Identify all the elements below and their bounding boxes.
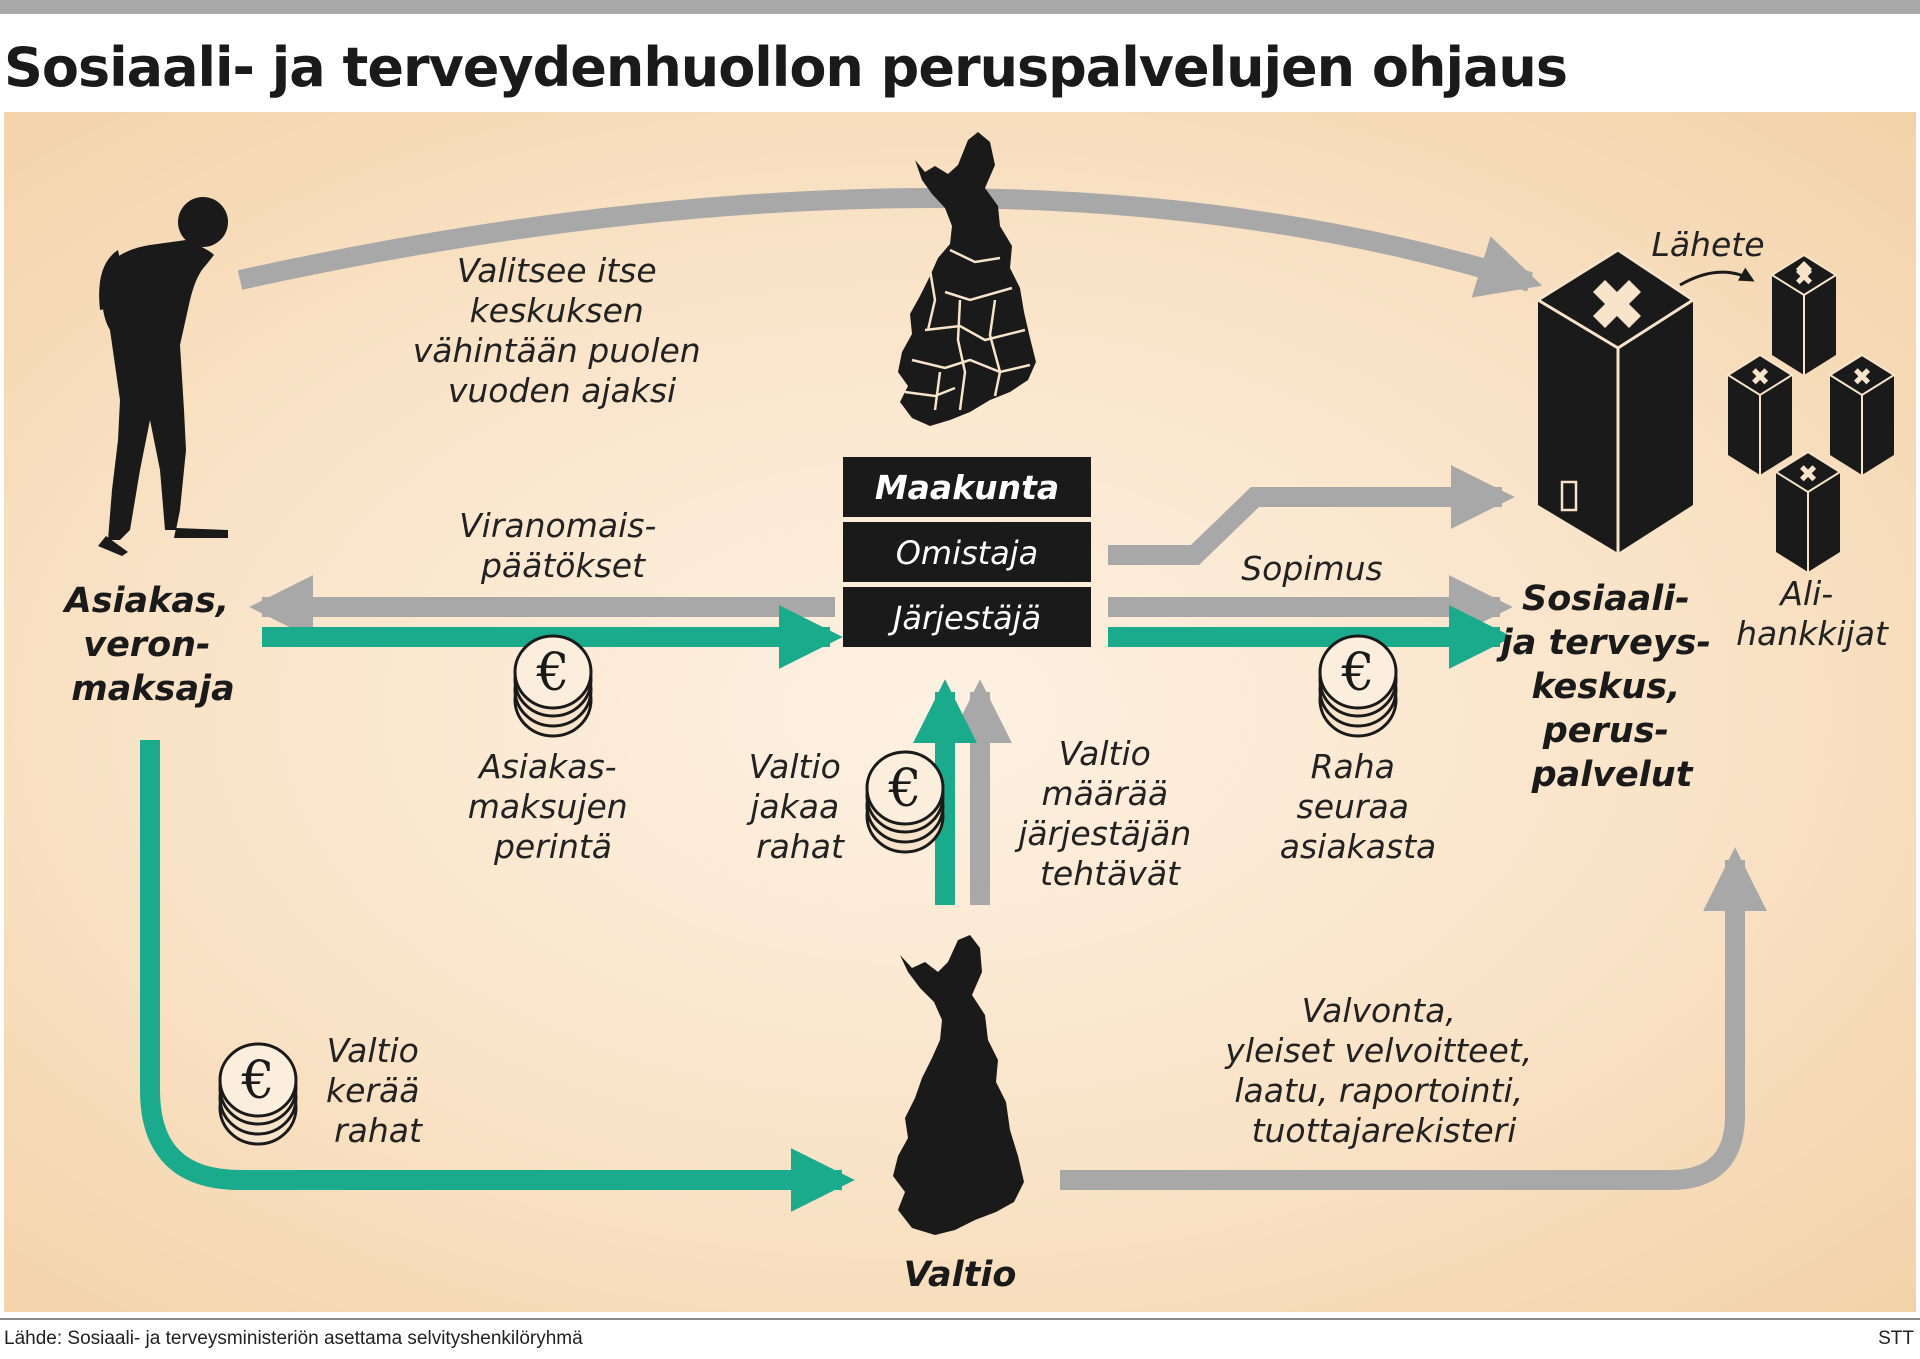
person-silhouette-icon — [98, 197, 228, 556]
arrow-omistaja — [1108, 464, 1515, 565]
maakunta-box: Maakunta Omistaja Järjestäjä — [843, 457, 1091, 647]
maakunta-title: Maakunta — [875, 468, 1059, 507]
page-title: Sosiaali- ja terveydenhuollon peruspalve… — [4, 36, 1568, 99]
health-center-building-icon — [1535, 248, 1696, 553]
arrow-valvonta — [1060, 847, 1768, 1190]
finland-regions-map-icon — [898, 132, 1036, 426]
arrow-lahete — [1679, 267, 1755, 287]
arrow-asiakas-to-keskus — [237, 188, 1543, 298]
label-raha: Raha seuraa asiakasta — [1280, 747, 1437, 866]
top-rule — [0, 0, 1920, 14]
svg-text:✖: ✖ — [1798, 460, 1818, 488]
label-keraa: Valtio kerää rahat — [326, 1031, 430, 1150]
footer-rule — [0, 1318, 1920, 1320]
source-note: Lähde: Sosiaali- ja terveysministeriön a… — [4, 1328, 583, 1349]
svg-text:✖: ✖ — [1794, 263, 1814, 291]
label-asiakasmaksut: Asiakas- maksujen perintä — [468, 747, 638, 866]
control-arrows — [237, 188, 1768, 1190]
label-maaraa: Valtio määrää järjestäjän tehtävät — [1014, 734, 1202, 893]
label-valvonta: Valvonta, yleiset velvoitteet, laatu, ra… — [1224, 991, 1542, 1150]
label-jakaa: Valtio jakaa rahat — [746, 747, 851, 866]
node-alihankkijat: Ali- hankkijat — [1736, 574, 1889, 653]
maakunta-role-jarjestaja: Järjestäjä — [887, 599, 1041, 637]
credit: STT — [1878, 1328, 1914, 1349]
arrow-valtio-keraa — [140, 740, 855, 1213]
node-keskus: Sosiaali- ja terveys- keskus, perus- pal… — [1496, 579, 1723, 795]
label-sopimus: Sopimus — [1241, 549, 1383, 588]
maakunta-role-omistaja: Omistaja — [896, 534, 1039, 572]
finland-map-icon — [893, 935, 1024, 1235]
label-lahete: Lähete — [1651, 225, 1764, 264]
svg-text:✖: ✖ — [1750, 363, 1770, 391]
node-valtio: Valtio — [904, 1255, 1017, 1295]
label-valitsee: Valitsee itse keskuksen vähintään puolen… — [413, 251, 711, 410]
svg-text:✖: ✖ — [1852, 363, 1872, 391]
subcontractor-building-icon: ✖ ✖ ✖ ✖ — [1726, 253, 1896, 572]
label-viranomais: Viranomais- päätökset — [459, 506, 667, 585]
node-asiakas: Asiakas, veron- maksaja — [62, 581, 242, 709]
